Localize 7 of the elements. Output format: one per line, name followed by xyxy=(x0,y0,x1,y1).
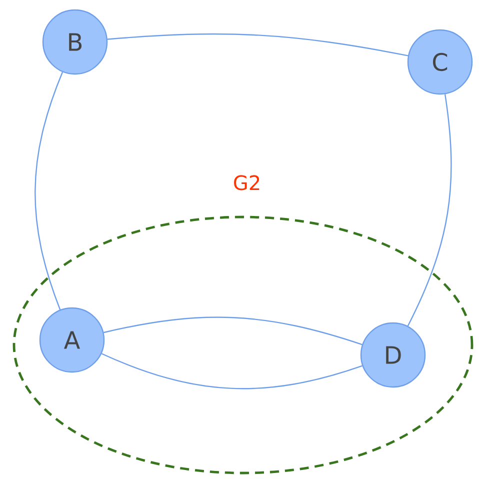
edge-line xyxy=(407,94,452,326)
edge-line xyxy=(101,353,362,390)
dashed-ellipse xyxy=(12,216,474,474)
edge-line xyxy=(107,33,408,56)
group-label: G2 xyxy=(234,175,260,190)
edge-line xyxy=(34,72,64,310)
edge-line xyxy=(104,316,362,346)
